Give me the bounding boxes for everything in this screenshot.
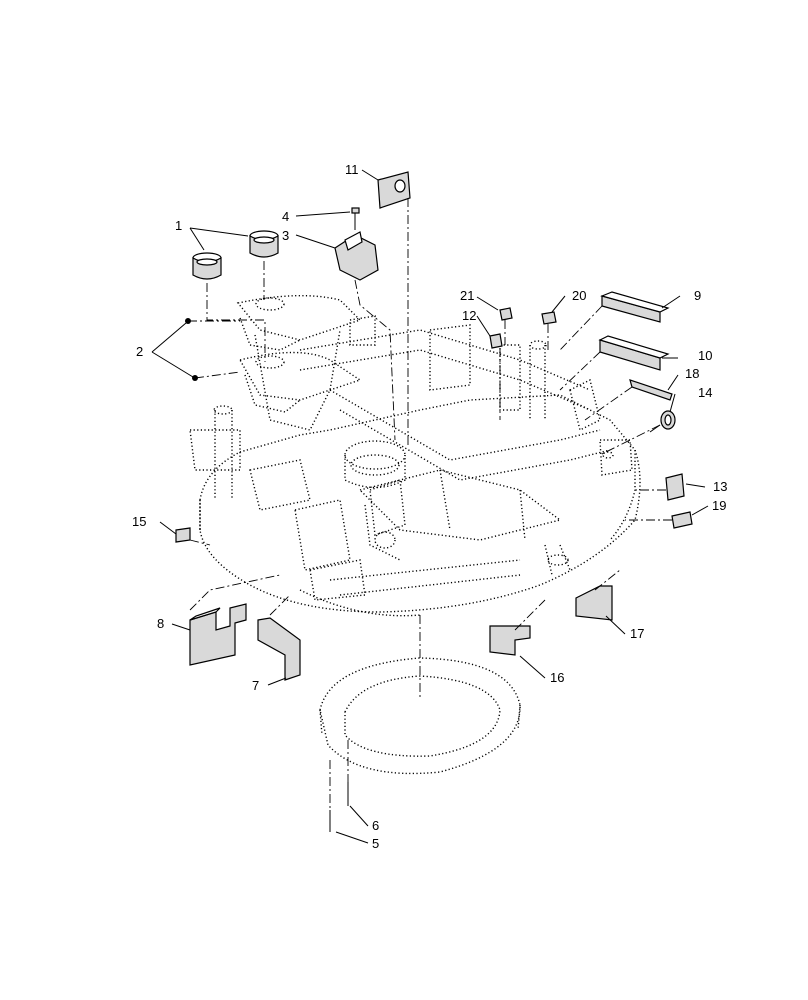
ring-bolt-part	[329, 782, 349, 832]
block-part	[665, 473, 693, 529]
callout-17: 17	[630, 626, 644, 641]
callout-15: 15	[132, 514, 146, 529]
callout-7: 7	[252, 678, 259, 693]
callout-11: 11	[345, 162, 359, 177]
wedge-strip-part	[629, 379, 673, 401]
upper-frame	[189, 294, 641, 617]
callout-4: 4	[282, 209, 289, 224]
plate-part	[377, 171, 411, 209]
callout-18: 18	[685, 366, 699, 381]
callout-1: 1	[175, 218, 182, 233]
bar-part	[598, 291, 670, 371]
bracket-part	[334, 231, 379, 281]
callout-20: 20	[572, 288, 586, 303]
callout-2: 2	[136, 344, 143, 359]
pad-part	[499, 307, 557, 325]
callout-8: 8	[157, 616, 164, 631]
grease-fitting-part	[185, 318, 198, 381]
notched-block-part	[489, 625, 531, 656]
weight-block-part	[189, 603, 247, 666]
bushing-part	[192, 230, 279, 280]
callout-5: 5	[372, 836, 379, 851]
callout-10: 10	[698, 348, 712, 363]
small-block-part	[489, 333, 503, 349]
leader-lines	[151, 169, 709, 844]
callout-3: 3	[282, 228, 289, 243]
callout-9: 9	[694, 288, 701, 303]
spacer-part	[175, 527, 191, 543]
side-block-part	[257, 617, 301, 681]
slewing-ring	[319, 657, 521, 775]
callout-21: 21	[460, 288, 474, 303]
alignment-lines	[188, 198, 672, 810]
bolt-part	[351, 207, 360, 230]
corner-block-part	[575, 585, 613, 621]
callout-16: 16	[550, 670, 564, 685]
callout-14: 14	[698, 385, 712, 400]
callout-labels: 1 2 3 4 5 6 7 8 9 10 11 12 13 14 15 16 1…	[132, 162, 727, 851]
callout-12: 12	[462, 308, 476, 323]
callout-13: 13	[713, 479, 727, 494]
callout-6: 6	[372, 818, 379, 833]
reflector-part	[649, 410, 676, 433]
callout-19: 19	[712, 498, 726, 513]
